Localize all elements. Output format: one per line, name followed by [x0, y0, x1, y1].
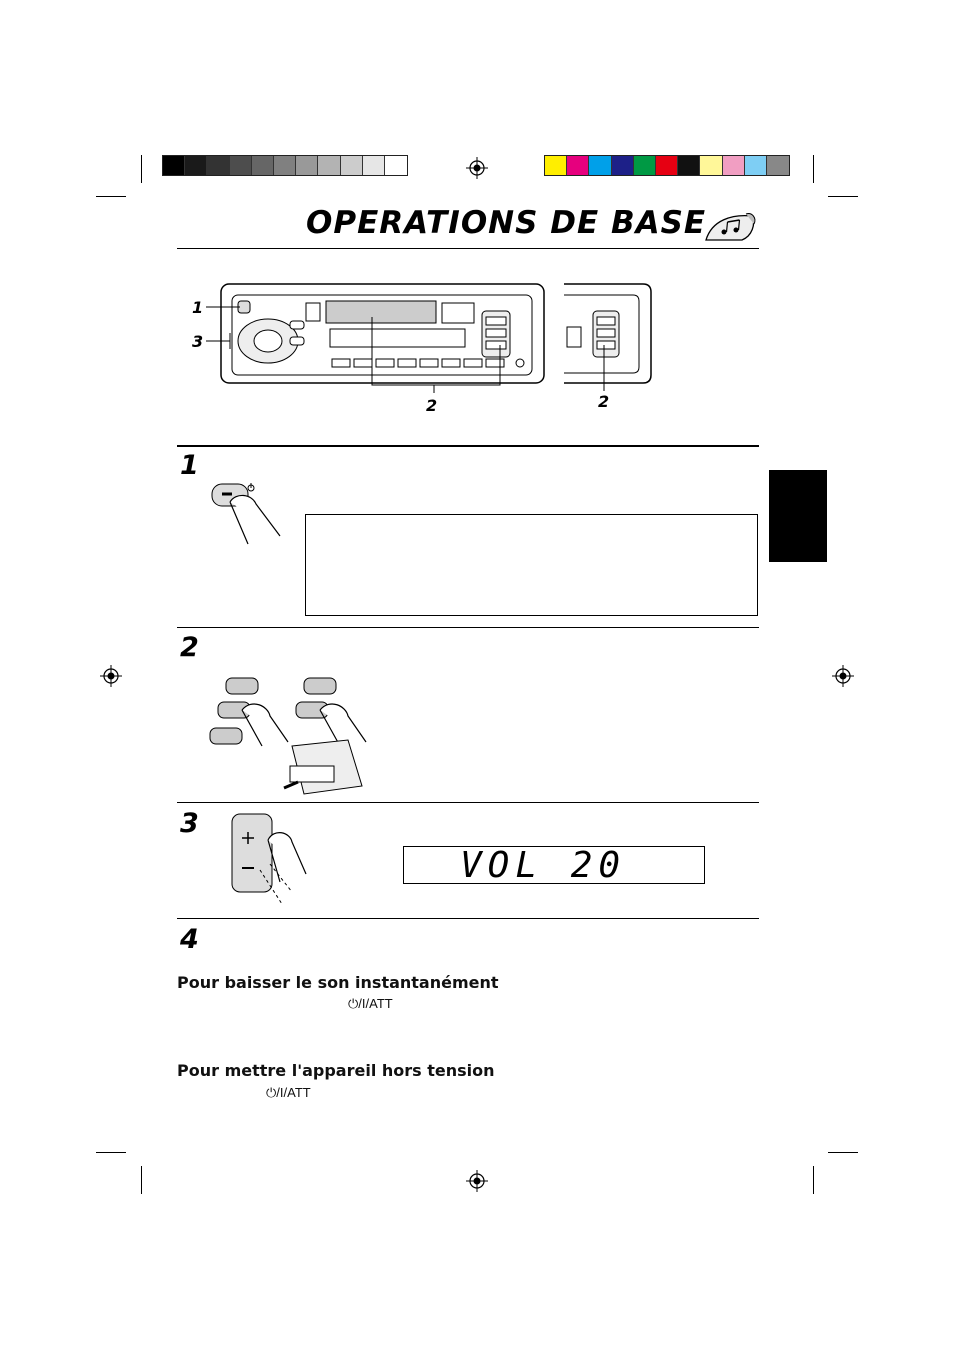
- registration-target-icon: [466, 1170, 488, 1192]
- step-number-3: 3: [180, 808, 199, 839]
- grey-swatch: [362, 156, 385, 175]
- color-swatch: [766, 156, 790, 175]
- color-swatch: [611, 156, 634, 175]
- volume-button-press-icon: [231, 813, 307, 905]
- step-rule: [177, 918, 759, 919]
- crop-mark: [96, 1152, 126, 1153]
- color-swatch: [655, 156, 679, 175]
- color-swatch: [700, 156, 723, 175]
- callout-leaders: [206, 306, 605, 393]
- color-swatch: [567, 156, 590, 175]
- grey-swatch: [163, 156, 186, 175]
- registration-target-icon: [832, 665, 854, 687]
- crop-mark: [141, 1166, 142, 1194]
- crop-mark: [813, 1166, 814, 1194]
- power-button-press-icon: [211, 483, 281, 545]
- volume-display-text: VOL 20: [460, 845, 627, 886]
- registration-target-icon: [466, 157, 488, 179]
- music-notes-icon: [705, 213, 756, 241]
- info-box: [305, 514, 758, 616]
- title-rule: [177, 248, 759, 249]
- color-swatch: [589, 156, 612, 175]
- step-number-2: 2: [180, 632, 199, 663]
- color-swatch: [744, 156, 767, 175]
- mute-button-label: ⏻/I/ATT: [348, 996, 393, 1011]
- color-swatch: [545, 156, 568, 175]
- step-number-1: 1: [180, 450, 199, 481]
- crop-mark: [141, 155, 142, 183]
- grey-swatch: [207, 156, 230, 175]
- grey-swatch: [273, 156, 297, 175]
- callout-1: 1: [192, 298, 204, 317]
- crop-mark: [828, 1152, 858, 1153]
- power-off-heading: Pour mettre l'appareil hors tension: [177, 1061, 495, 1080]
- page-title: OPERATIONS DE BASE: [306, 205, 707, 241]
- source-button-press-icon: [209, 677, 367, 795]
- step-rule: [177, 445, 759, 447]
- power-off-button-label: ⏻/I/ATT: [266, 1085, 311, 1100]
- color-bar: [544, 155, 790, 176]
- volume-display: VOL 20: [403, 845, 705, 886]
- grey-scale-bar: [162, 155, 408, 176]
- color-swatch: [633, 156, 656, 175]
- grey-swatch: [318, 156, 341, 175]
- grey-swatch: [229, 156, 252, 175]
- crop-mark: [813, 155, 814, 183]
- car-stereo-side-panel-diagram: [564, 283, 652, 384]
- grey-swatch: [251, 156, 274, 175]
- step-number-4: 4: [180, 924, 199, 955]
- color-swatch: [722, 156, 745, 175]
- grey-swatch: [384, 156, 408, 175]
- car-stereo-front-panel-diagram: [220, 283, 545, 384]
- crop-mark: [96, 196, 126, 197]
- mute-heading: Pour baisser le son instantanément: [177, 973, 499, 992]
- step-rule: [177, 627, 759, 628]
- callout-2-side: 2: [598, 392, 610, 411]
- grey-swatch: [340, 156, 363, 175]
- language-tab: [769, 470, 827, 562]
- callout-3: 3: [192, 332, 204, 351]
- registration-target-icon: [100, 665, 122, 687]
- step-rule: [177, 802, 759, 803]
- grey-swatch: [185, 156, 208, 175]
- crop-mark: [828, 196, 858, 197]
- callout-2: 2: [426, 396, 438, 415]
- color-swatch: [678, 156, 701, 175]
- grey-swatch: [296, 156, 319, 175]
